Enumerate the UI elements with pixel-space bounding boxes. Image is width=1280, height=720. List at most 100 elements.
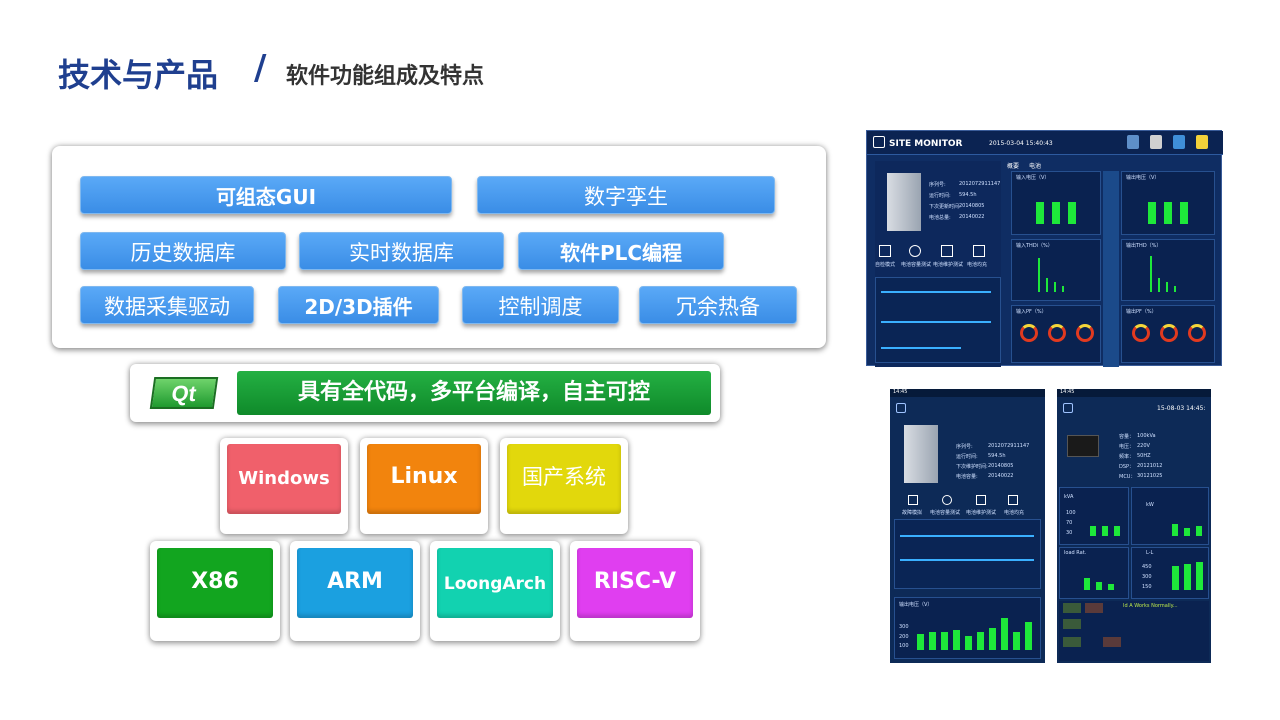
bar-l2 xyxy=(1102,526,1108,536)
phone2-status-bar xyxy=(1057,389,1211,397)
diagram-line-2 xyxy=(881,321,991,323)
monitor-nav-icon-2[interactable] xyxy=(1150,135,1162,149)
feature-realtime-db: 实时数据库 xyxy=(299,232,504,270)
phone1-info-label-3: 电池容量: xyxy=(956,474,978,480)
bar xyxy=(1025,622,1032,650)
diagram-line-3 xyxy=(881,347,961,349)
pf-gauge-icon xyxy=(1188,324,1206,342)
diagram-line-1 xyxy=(881,291,991,293)
harmonic-bar xyxy=(1158,278,1160,292)
phone1-ytick-100: 100 xyxy=(899,643,909,649)
cpu-loongarch: LoongArch xyxy=(437,548,553,618)
bar-l1 xyxy=(1172,524,1178,536)
phone1-chart-title: 输出电压（V） xyxy=(899,602,933,608)
chart-title-kva: kVA xyxy=(1064,494,1074,500)
chart-title-load-rate: load Rat. xyxy=(1064,550,1087,556)
equalize-charge-icon[interactable] xyxy=(1008,495,1018,505)
phone1-ups-image xyxy=(904,425,938,483)
bar-l2 xyxy=(1184,528,1190,536)
phone1-icon-label-1: 电池容量测试 xyxy=(930,510,961,516)
cpu-riscv: RISC-V xyxy=(577,548,693,618)
phone1-icon-label-0: 故障模拟 xyxy=(902,510,923,516)
os-domestic: 国产系统 xyxy=(507,444,621,514)
bar xyxy=(989,628,996,650)
cpu-arm: ARM xyxy=(297,548,413,618)
phone1-output-voltage-chart: 输出电压（V） 300 200 100 xyxy=(894,597,1041,659)
phone1-status-bar xyxy=(890,389,1045,397)
phone1-ytick-200: 200 xyxy=(899,634,909,640)
feature-gui: 可组态GUI xyxy=(80,176,452,214)
diagram-line-2 xyxy=(900,559,1034,561)
monitor-info-value-3: 20140022 xyxy=(959,214,985,220)
bar-l2 xyxy=(1096,582,1102,590)
kva-ytick-30: 30 xyxy=(1066,530,1073,536)
capacity-test-icon[interactable] xyxy=(942,495,952,505)
ll-ytick-450: 450 xyxy=(1142,564,1152,570)
monitor-info-label-1: 运行时间: xyxy=(929,193,951,199)
monitor-title: SITE MONITOR xyxy=(889,139,963,149)
chart-input-voltage: 输入电压（V） xyxy=(1011,171,1101,235)
chart-title-kw: kW xyxy=(1146,502,1154,508)
alarm-item-icon xyxy=(1103,637,1121,647)
monitor-icon-label-3: 电池均充 xyxy=(967,262,988,268)
monitor-tab-battery[interactable]: 电池 xyxy=(1029,163,1042,170)
bar xyxy=(941,632,948,650)
maintenance-test-icon[interactable] xyxy=(976,495,986,505)
phone1-info-label-1: 运行时间: xyxy=(956,454,978,460)
phone1-ytick-300: 300 xyxy=(899,624,909,630)
phone2-time: 14:45 xyxy=(1060,389,1075,395)
equalize-charge-icon[interactable] xyxy=(973,245,985,257)
chart-kva: kVA 100 70 30 xyxy=(1059,487,1129,545)
chart-title-input-voltage: 输入电压（V） xyxy=(1016,175,1050,181)
phone1-diagram xyxy=(894,519,1041,589)
page-subtitle: 软件功能组成及特点 xyxy=(286,64,485,89)
monitor-nav-icon-3[interactable] xyxy=(1173,135,1185,149)
chart-output-thd: 输出THD（%） xyxy=(1121,239,1215,301)
os-linux: Linux xyxy=(367,444,481,514)
bar xyxy=(965,636,972,650)
bar-l2 xyxy=(1164,202,1172,224)
capacity-test-icon[interactable] xyxy=(909,245,921,257)
monitor-icon-label-2: 电池维护测试 xyxy=(933,262,964,268)
chart-title-ll: L-L xyxy=(1146,550,1154,556)
phone2-info-label-1: 电压： xyxy=(1119,444,1135,450)
chart-input-pf: 输入PF（%） xyxy=(1011,305,1101,363)
bar xyxy=(1013,632,1020,650)
ll-ytick-150: 150 xyxy=(1142,584,1152,590)
phone1-info-value-1: 594.5h xyxy=(988,453,1006,459)
harmonic-bar xyxy=(1150,256,1152,292)
bar-l3 xyxy=(1108,584,1114,590)
alarm-text: Id A Works Normally... xyxy=(1123,603,1178,609)
bar-l1 xyxy=(1090,526,1096,536)
monitor-logo-icon xyxy=(873,136,885,148)
page-title: 技术与产品 xyxy=(58,56,219,94)
bar xyxy=(929,632,936,650)
harmonic-bar xyxy=(1054,282,1056,292)
self-test-icon[interactable] xyxy=(879,245,891,257)
bar-l3 xyxy=(1196,562,1203,590)
monitor-nav-icon-4[interactable] xyxy=(1196,135,1208,149)
cpu-x86: X86 xyxy=(157,548,273,618)
phone1-info-label-2: 下次维护时间: xyxy=(956,464,988,470)
bar-l1 xyxy=(1148,202,1156,224)
chart-title-output-pf: 输出PF（%） xyxy=(1126,309,1157,315)
chart-title-input-pf: 输入PF（%） xyxy=(1016,309,1047,315)
monitor-nav-icon-1[interactable] xyxy=(1127,135,1139,149)
feature-soft-plc: 软件PLC编程 xyxy=(518,232,724,270)
chart-title-output-thd: 输出THD（%） xyxy=(1126,243,1162,249)
maintenance-test-icon[interactable] xyxy=(941,245,953,257)
chart-load-rate: load Rat. xyxy=(1059,547,1129,599)
phone1-info-value-2: 20140805 xyxy=(988,463,1014,469)
alarm-item-icon xyxy=(1063,603,1081,613)
bar-l3 xyxy=(1196,526,1202,536)
monitor-info-value-0: 2012072911147 xyxy=(959,181,1001,187)
fault-sim-icon[interactable] xyxy=(908,495,918,505)
monitor-icon-label-1: 电池容量测试 xyxy=(901,262,932,268)
bar xyxy=(917,634,924,650)
feature-2d3d-plugin: 2D/3D插件 xyxy=(278,286,439,324)
chart-output-voltage: 输出电压（V） xyxy=(1121,171,1215,235)
alarm-list xyxy=(1059,601,1209,661)
feature-data-acq: 数据采集驱动 xyxy=(80,286,254,324)
monitor-tab-summary[interactable]: 概要 xyxy=(1007,163,1020,170)
bar-l2 xyxy=(1184,564,1191,590)
